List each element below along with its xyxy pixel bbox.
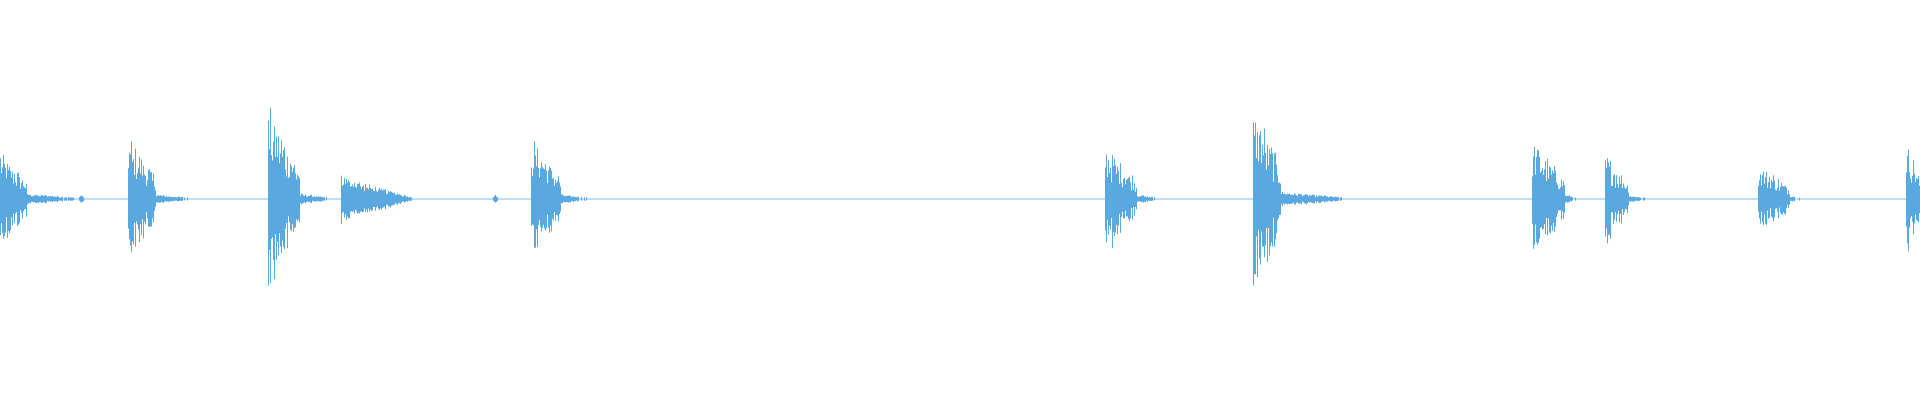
waveform-samples [0,107,1920,286]
